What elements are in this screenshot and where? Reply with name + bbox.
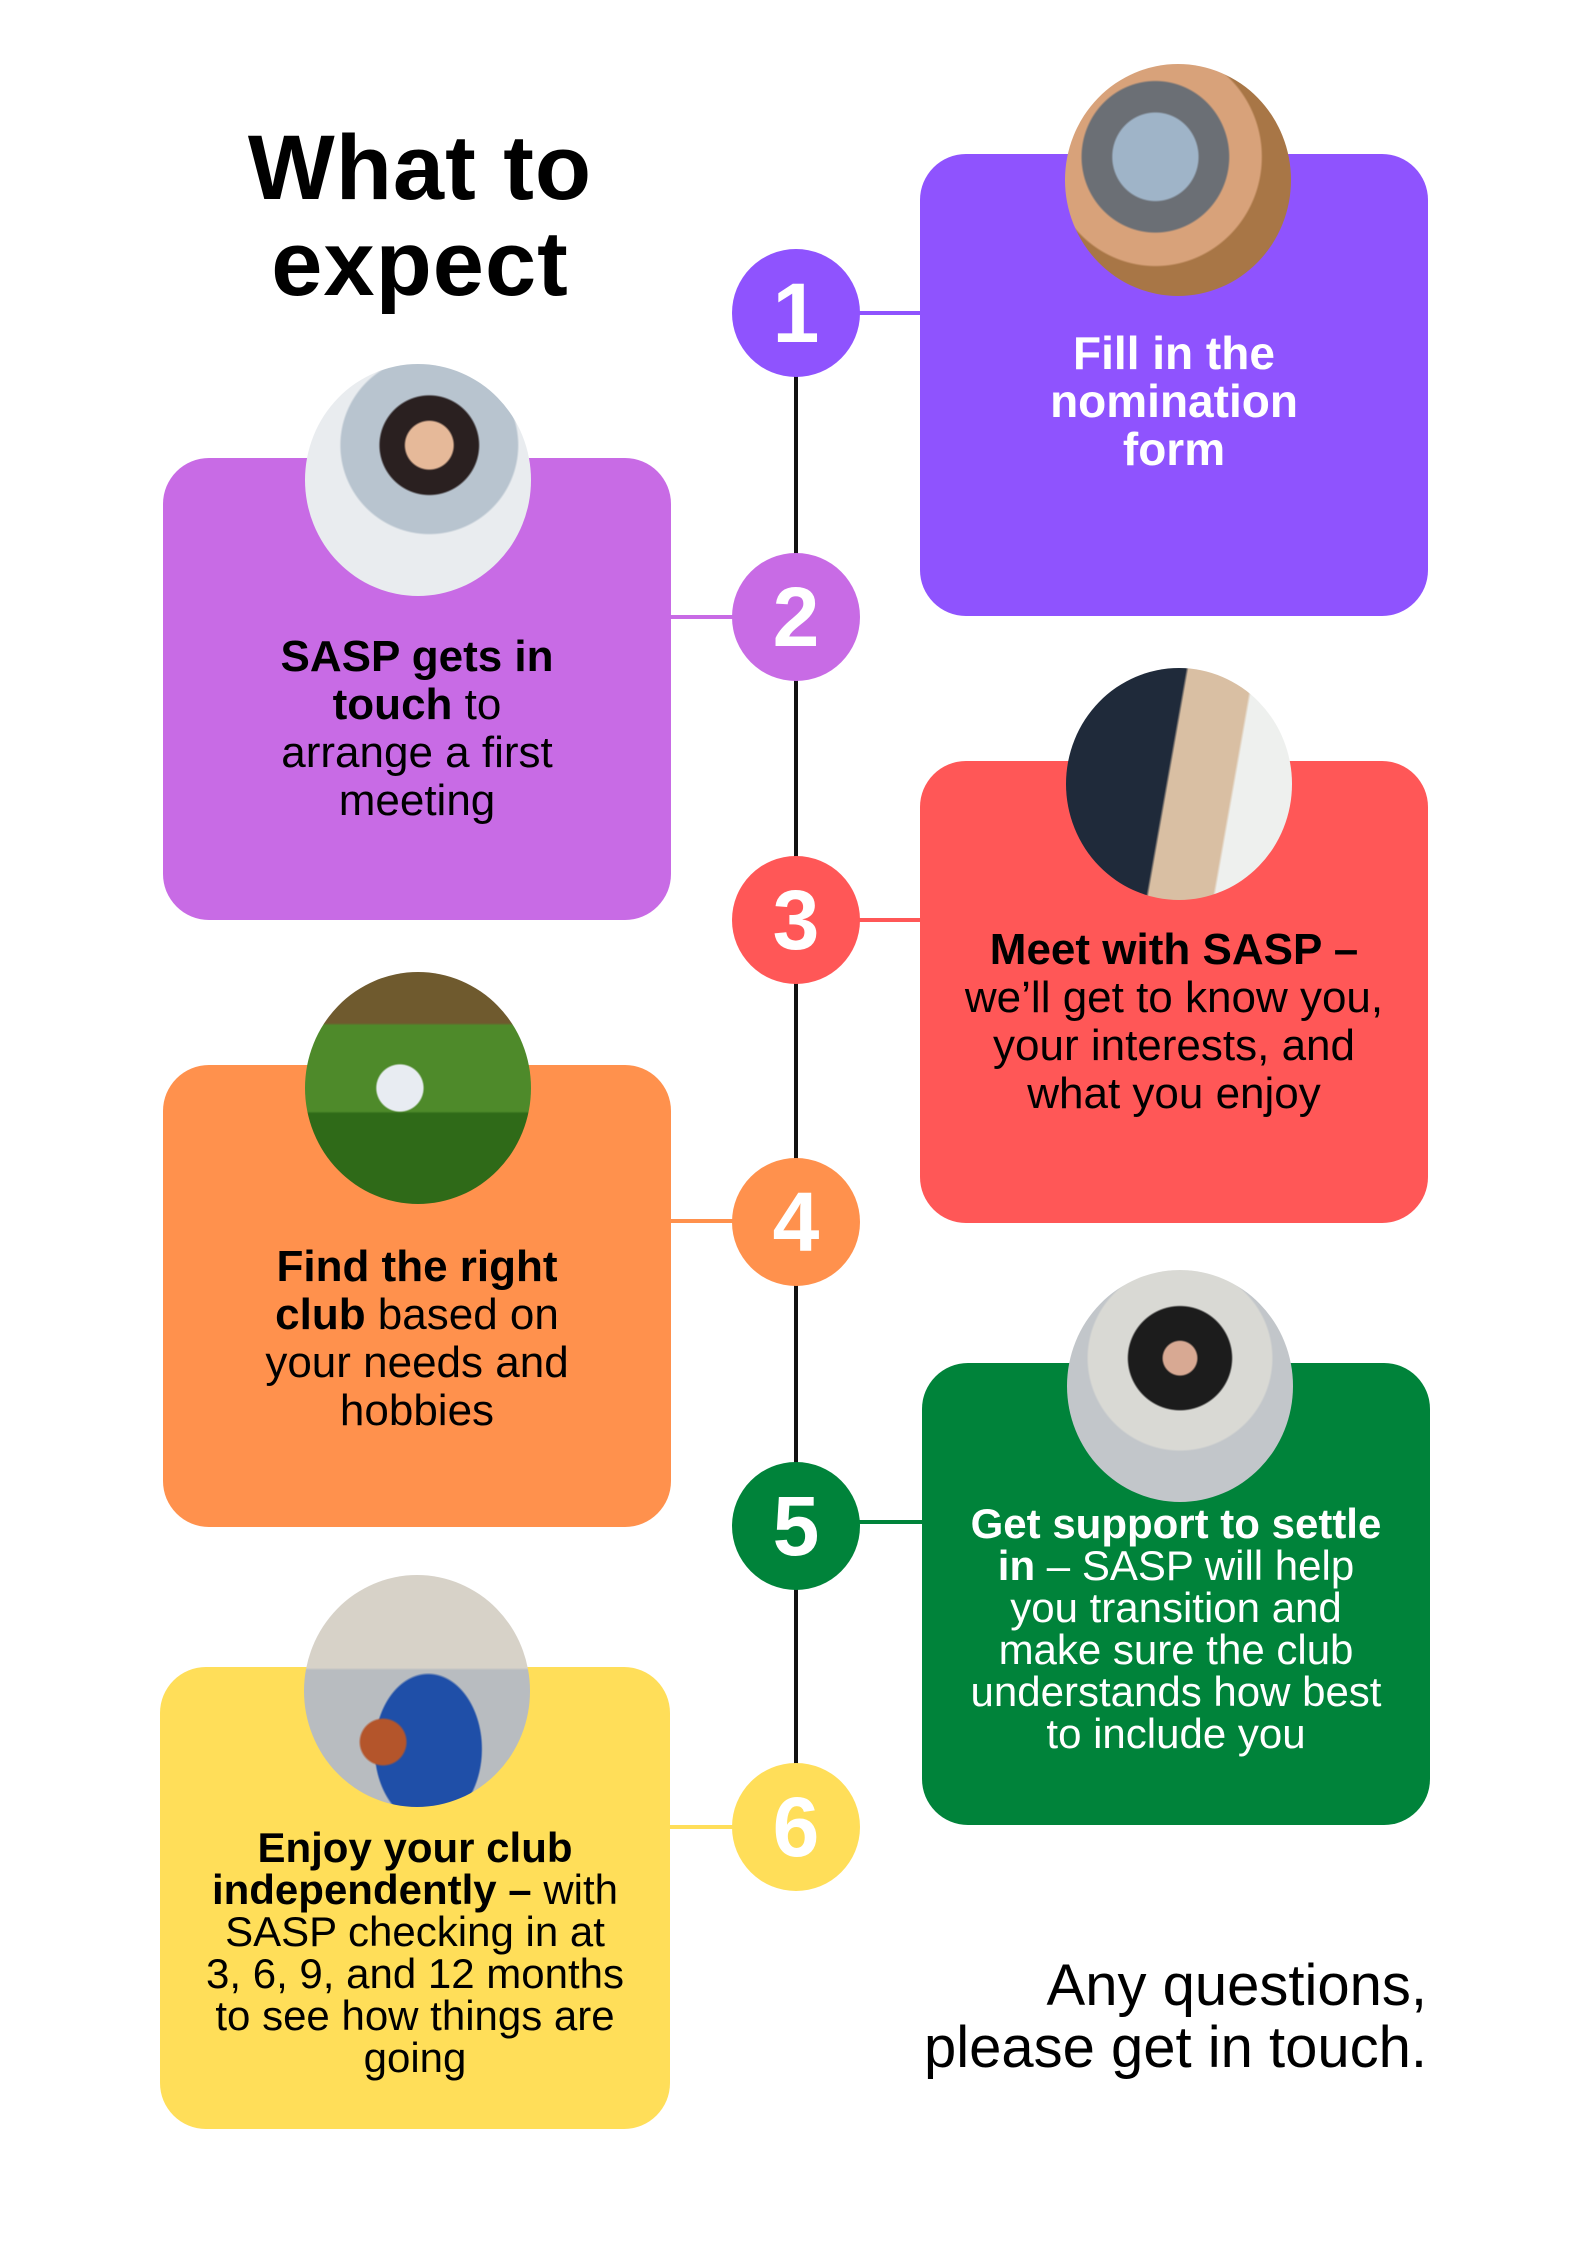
step-2-text: to arrange a first meeting xyxy=(281,680,553,825)
title-line-1: What to xyxy=(247,117,593,219)
connector-5 xyxy=(858,1520,924,1524)
golf-ball-photo xyxy=(305,972,531,1204)
step-number-1: 1 xyxy=(732,249,860,377)
basketball-player-photo xyxy=(304,1575,530,1807)
contact-note-line-1: Any questions, xyxy=(1046,1953,1427,2018)
step-3-text: we’ll get to know you, your interests, a… xyxy=(964,973,1384,1118)
laptop-form-photo xyxy=(1065,64,1291,296)
two-women-talking-photo xyxy=(1066,668,1292,900)
step-card-3: Meet with SASP – we’ll get to know you, … xyxy=(920,761,1428,1223)
step-number-2: 2 xyxy=(732,553,860,681)
step-6-bold: Enjoy your club independently – xyxy=(211,1824,573,1913)
timeline-line xyxy=(794,313,798,1829)
connector-1 xyxy=(858,311,922,315)
gym-celebration-photo xyxy=(1067,1270,1293,1502)
contact-note: Any questions, please get in touch. xyxy=(924,1955,1427,2079)
step-2-bold: SASP gets in touch xyxy=(280,632,554,729)
woman-on-phone-photo xyxy=(305,364,531,596)
step-3-bold: Meet with SASP – xyxy=(989,925,1359,974)
connector-4 xyxy=(668,1219,734,1223)
step-number-6: 6 xyxy=(732,1763,860,1891)
connector-2 xyxy=(668,615,734,619)
step-5-text: – SASP will help you transition and make… xyxy=(970,1542,1382,1757)
page-title: What to expect xyxy=(190,120,650,312)
connector-6 xyxy=(670,1825,734,1829)
title-line-2: expect xyxy=(271,213,569,315)
step-1-bold: Fill in the nomination form xyxy=(1050,327,1298,475)
contact-note-line-2: please get in touch. xyxy=(923,2015,1427,2080)
step-number-3: 3 xyxy=(732,856,860,984)
step-number-4: 4 xyxy=(732,1158,860,1286)
connector-3 xyxy=(858,918,922,922)
step-4-text: based on your needs and hobbies xyxy=(265,1290,569,1435)
step-number-5: 5 xyxy=(732,1462,860,1590)
step-6-text: with SASP checking in at 3, 6, 9, and 12… xyxy=(206,1866,624,2081)
step-4-bold: Find the right club xyxy=(275,1242,558,1339)
step-card-4: Find the right club based on your needs … xyxy=(163,1065,671,1527)
step-5-bold: Get support to settle in xyxy=(970,1500,1382,1589)
